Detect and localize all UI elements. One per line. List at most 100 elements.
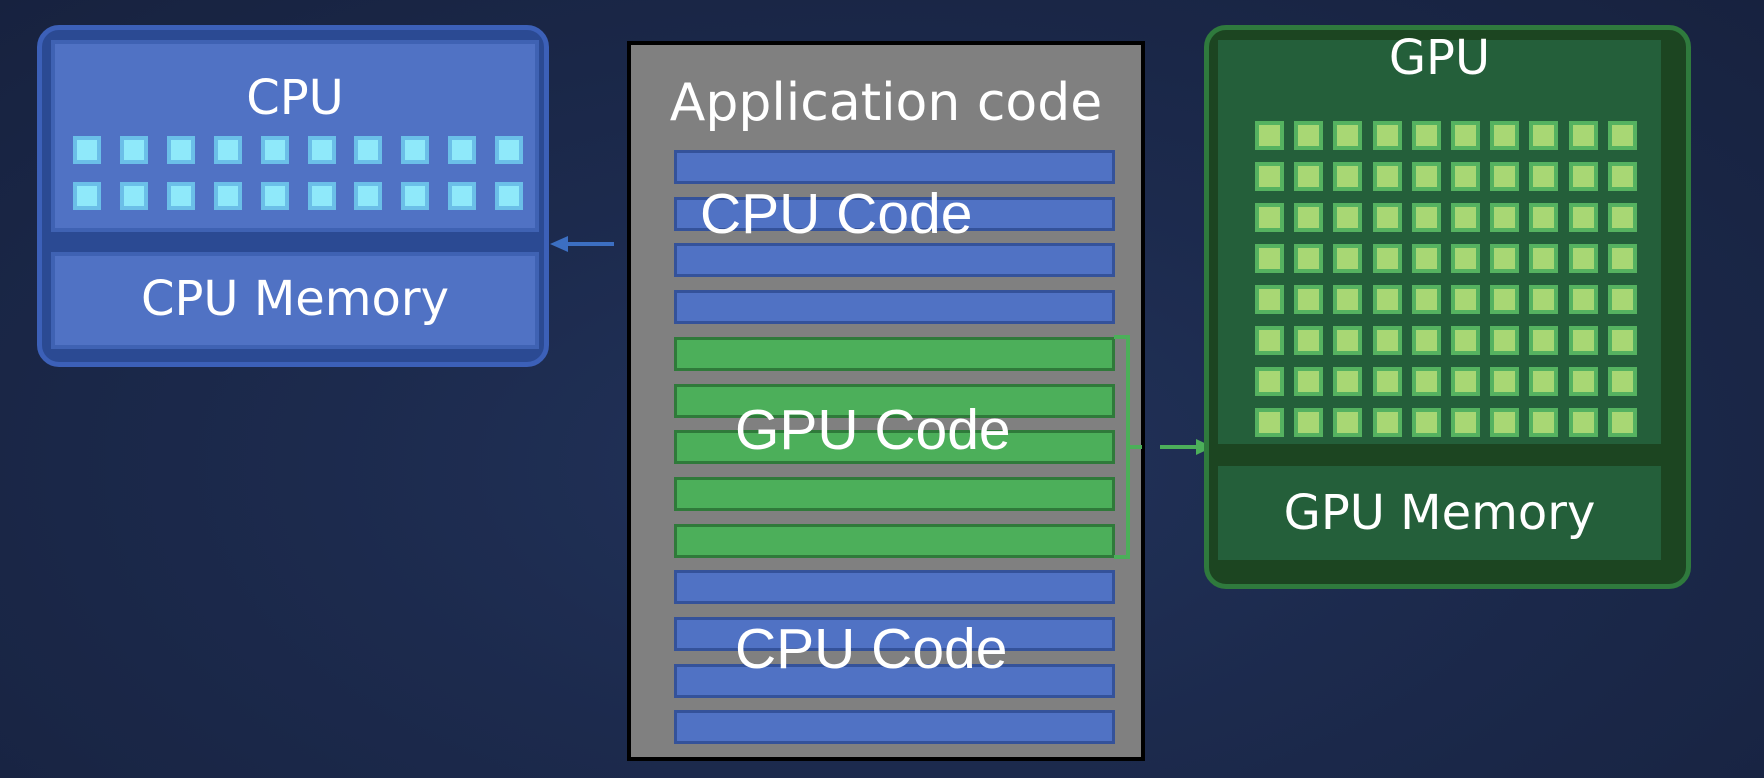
gpu-core [1372,121,1402,150]
gpu-core [1333,203,1363,232]
gpu-core [1529,203,1559,232]
gpu-code-line [674,476,1115,511]
gpu-core [1529,285,1559,314]
cpu-core [354,182,383,210]
gpu-core [1294,203,1324,232]
gpu-core [1451,285,1480,314]
gpu-core [1490,121,1520,150]
gpu-core [1411,408,1441,437]
gpu-core [1372,285,1402,314]
cpu-memory-box [51,252,539,349]
gpu-core [1255,326,1284,355]
gpu-core [1490,285,1520,314]
gpu-core [1607,408,1637,437]
cpu-code-label-top: CPU Code [700,182,973,246]
gpu-core [1372,408,1402,437]
gpu-core [1490,367,1520,396]
cpu-code-line [674,663,1115,698]
gpu-core [1451,244,1480,273]
cpu-core [401,182,430,210]
gpu-memory-label: GPU Memory [1283,485,1596,541]
gpu-core [1568,408,1598,437]
gpu-code-line [674,383,1115,418]
cpu-code-line [674,150,1115,184]
cpu-core [354,136,383,164]
gpu-core [1372,326,1402,355]
gpu-core [1372,367,1402,396]
gpu-core [1411,162,1441,191]
gpu-core [1529,121,1559,150]
gpu-core [1294,367,1324,396]
gpu-core [1607,203,1637,232]
cpu-core [213,136,242,164]
gpu-core [1451,121,1480,150]
cpu-core [448,136,477,164]
gpu-core [1568,203,1598,232]
gpu-core [1411,121,1441,150]
gpu-title: GPU [1388,30,1491,86]
gpu-core [1294,326,1324,355]
gpu-core [1333,244,1363,273]
cpu-memory-label: CPU Memory [140,271,450,327]
gpu-core [1411,285,1441,314]
cpu-core [213,182,242,210]
gpu-core [1451,162,1480,191]
gpu-code-bracket [1114,335,1130,559]
cpu-title: CPU [246,70,344,126]
gpu-core [1490,244,1520,273]
gpu-core [1490,203,1520,232]
gpu-core [1333,162,1363,191]
gpu-core [1333,121,1363,150]
gpu-core [1333,408,1363,437]
gpu-core [1529,162,1559,191]
cpu-code-label-bottom: CPU Code [735,617,1008,681]
gpu-core [1255,285,1284,314]
gpu-core [1568,285,1598,314]
cpu-code-line [674,243,1115,278]
gpu-core [1294,285,1324,314]
gpu-core [1568,367,1598,396]
gpu-core [1411,244,1441,273]
cpu-arrow-head [550,236,568,252]
cpu-core [166,182,195,210]
gpu-core [1568,244,1598,273]
gpu-core [1451,326,1480,355]
gpu-core [1568,326,1598,355]
cpu-code-line [674,570,1115,605]
cpu-code-line [674,290,1115,325]
gpu-core [1294,408,1324,437]
gpu-core [1255,162,1284,191]
gpu-core [1372,203,1402,232]
gpu-connector [1114,335,1213,559]
gpu-core [1411,326,1441,355]
gpu-core [1490,408,1520,437]
cpu-core [260,182,289,210]
cpu-core [495,136,524,164]
application-code-title: Application code [669,73,1103,133]
gpu-code-line [674,336,1115,371]
cpu-core [307,136,336,164]
gpu-core [1255,244,1284,273]
cpu-core [166,136,195,164]
cpu-core [448,182,477,210]
gpu-code-line [674,430,1115,465]
gpu-core [1568,162,1598,191]
gpu-core [1372,162,1402,191]
gpu-core [1411,203,1441,232]
gpu-memory-box [1218,466,1661,560]
cpu-core [260,136,289,164]
gpu-core [1333,367,1363,396]
cpu-core [307,182,336,210]
gpu-core [1529,326,1559,355]
gpu-core [1255,121,1284,150]
gpu-core [1607,121,1637,150]
gpu-core [1451,203,1480,232]
gpu-core [1255,367,1284,396]
gpu-core [1294,121,1324,150]
gpu-core [1607,367,1637,396]
gpu-core [1529,408,1559,437]
gpu-core [1451,408,1480,437]
gpu-core [1607,162,1637,191]
gpu-core [1372,244,1402,273]
gpu-core [1529,244,1559,273]
